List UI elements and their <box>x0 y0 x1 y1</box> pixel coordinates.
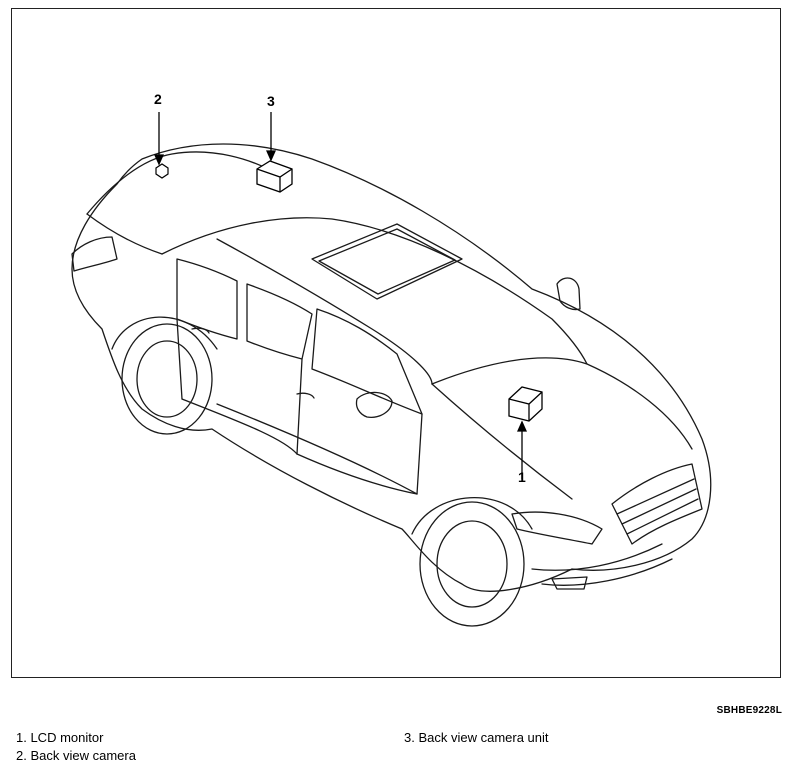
roof-outline <box>161 217 588 365</box>
legend-item-3: 3. Back view camera unit <box>404 730 549 745</box>
hood <box>431 357 693 450</box>
tail-lamp <box>71 236 118 272</box>
callout-1: 1 <box>518 469 526 485</box>
grille <box>611 463 703 545</box>
car-illustration <box>71 112 712 627</box>
front-door-window <box>311 308 423 415</box>
camera-unit-icon <box>256 160 293 193</box>
legend-item-2: 2. Back view camera <box>16 748 136 763</box>
rear-door-window <box>246 283 313 360</box>
rear-window <box>176 258 238 340</box>
rear-wheel <box>121 323 213 435</box>
headlight <box>511 511 603 545</box>
figure-code: SBHBE9228L <box>716 705 782 716</box>
callout-3: 3 <box>267 93 275 109</box>
side-mirror <box>355 391 393 418</box>
sunroof <box>311 223 463 300</box>
back-camera-icon <box>155 163 169 179</box>
front-wheel <box>419 501 525 627</box>
far-mirror <box>556 277 581 311</box>
lcd-monitor-icon <box>508 386 543 422</box>
callout-2: 2 <box>154 91 162 107</box>
trunk-lid <box>86 151 278 215</box>
diagram-frame: 2 3 1 <box>11 8 781 678</box>
door-lines <box>176 318 423 495</box>
car-body-outline <box>71 143 712 592</box>
legend-item-1: 1. LCD monitor <box>16 730 104 745</box>
fog-light <box>551 576 588 590</box>
